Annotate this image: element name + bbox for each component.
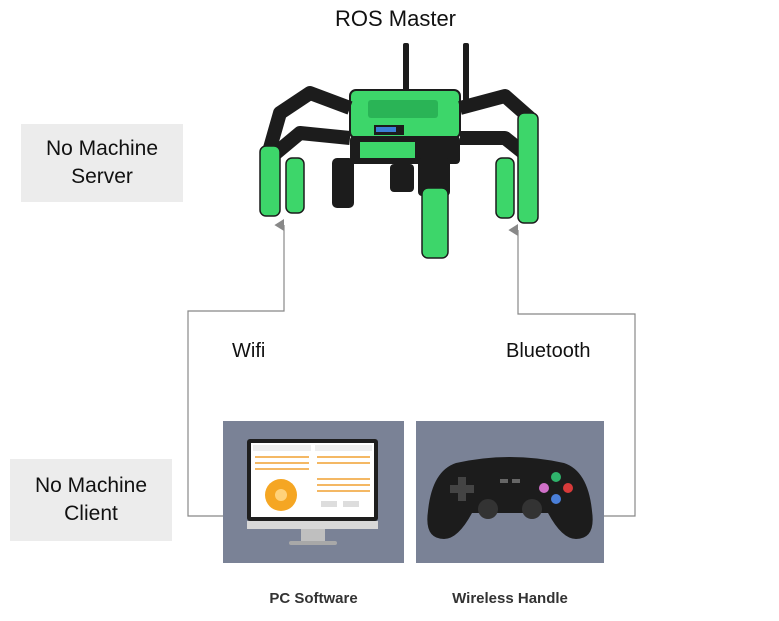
pc-monitor-image xyxy=(247,439,378,545)
wifi-connector xyxy=(187,219,285,517)
wireless-handle-panel xyxy=(416,421,604,563)
pc-software-caption: PC Software xyxy=(269,590,358,607)
bluetooth-connector xyxy=(508,224,636,517)
wifi-label: Wifi xyxy=(232,340,266,362)
gamepad-image xyxy=(427,457,593,539)
hexapod-robot-image xyxy=(259,43,539,259)
no-machine-client-label: No Machine Client xyxy=(10,459,172,541)
bluetooth-label: Bluetooth xyxy=(506,340,591,362)
ros-master-text: ROS Master xyxy=(334,6,457,31)
wireless-handle-caption: Wireless Handle xyxy=(452,590,568,607)
ros-master-title: ROS Master xyxy=(0,6,779,32)
pc-software-panel xyxy=(223,421,404,563)
no-machine-server-label: No Machine Server xyxy=(21,124,183,202)
